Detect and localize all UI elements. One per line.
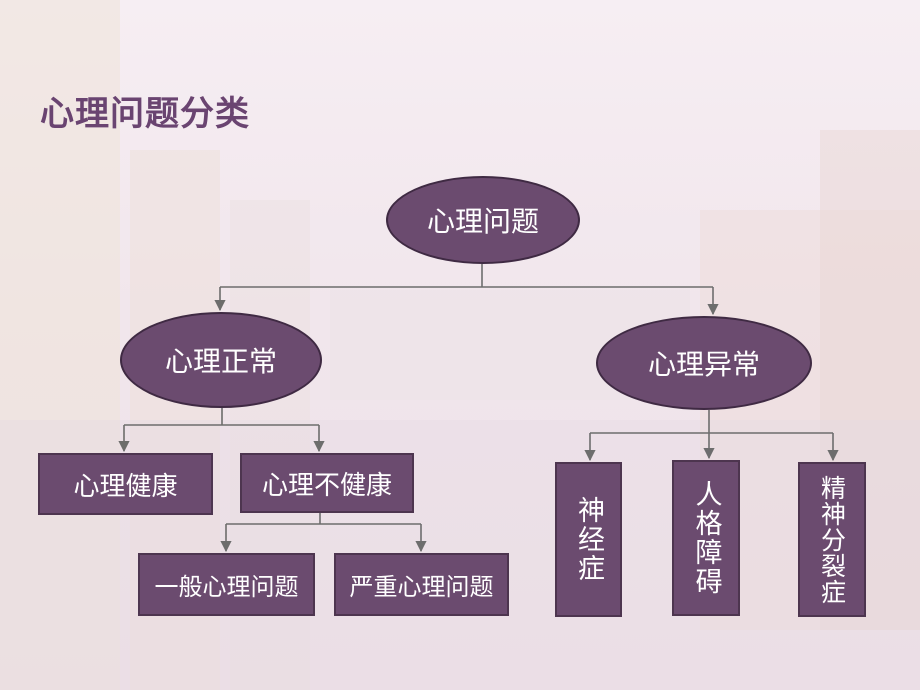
node-neurosis: 神经症 (555, 462, 622, 617)
node-general: 一般心理问题 (138, 553, 315, 616)
node-root: 心理问题 (386, 176, 580, 264)
node-severe: 严重心理问题 (334, 553, 509, 616)
node-healthy: 心理健康 (38, 453, 213, 515)
node-personality-disorder: 人格障碍 (672, 460, 740, 616)
slide-title: 心理问题分类 (40, 94, 250, 134)
node-schizophrenia: 精神分裂症 (798, 462, 866, 617)
node-unhealthy: 心理不健康 (240, 453, 414, 513)
node-abnormal: 心理异常 (596, 316, 812, 410)
node-normal: 心理正常 (120, 312, 322, 408)
